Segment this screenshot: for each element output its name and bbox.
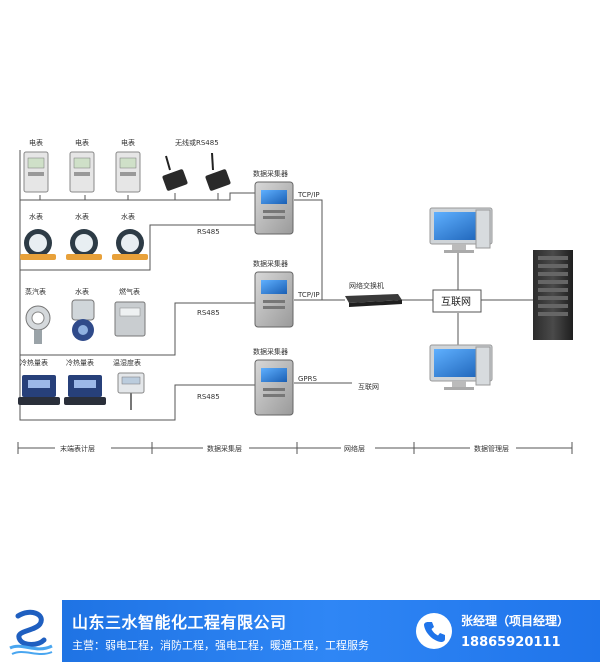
meter1-label: 电表: [29, 138, 43, 147]
business-scope: 主营：弱电工程，消防工程，强电工程，暖通工程，工程服务: [72, 639, 369, 652]
water1-label: 水表: [29, 212, 43, 221]
internet-box: 互联网: [432, 289, 482, 313]
server-icon: [533, 250, 573, 340]
monitor-icon: [429, 207, 493, 253]
rs485-label-1: RS485: [197, 228, 220, 236]
water-meters: 水表 水表 水表: [20, 212, 148, 260]
layer-network: 网络层: [344, 444, 365, 453]
layer-management: 数据管理层: [474, 444, 509, 453]
row3-bus: [19, 270, 255, 356]
tcpip-label-1: TCP/IP: [297, 191, 320, 199]
phone-icon: [416, 613, 452, 649]
row4-meters: 冷热量表 冷热量表 温湿度表: [18, 358, 145, 410]
gas-meter: [114, 301, 146, 337]
c1-to-switch: [294, 199, 345, 301]
collector-1-title: 数据采集器: [253, 169, 288, 178]
electric-meters: 电表 电表 电表 无线或RS485: [23, 138, 231, 193]
layer-collection: 数据采集层: [207, 444, 242, 453]
switch-label: 网络交换机: [349, 281, 384, 290]
system-architecture-diagram: 电表 电表 电表 无线或RS485 水表 水表 水表: [17, 138, 573, 454]
collector-2: 数据采集器: [253, 259, 294, 328]
antenna-icon: [162, 152, 231, 191]
wireless-label: 无线或RS485: [175, 138, 219, 147]
contact-person: 张经理（项目经理）: [461, 614, 570, 628]
gprs-label: GPRS: [298, 375, 318, 383]
logo-icon: [0, 600, 62, 662]
meter2-label: 电表: [75, 138, 89, 147]
monitor-icon-2: [429, 344, 493, 390]
footer-banner: 山东三水智能化工程有限公司 主营：弱电工程，消防工程，强电工程，暖通工程，工程服…: [0, 600, 600, 662]
meter3-label: 电表: [121, 138, 135, 147]
rs485-label-3: RS485: [197, 393, 220, 401]
water3-label: 水表: [121, 212, 135, 221]
gas-label: 燃气表: [119, 287, 140, 296]
layer-terminal: 末端表计层: [60, 444, 95, 453]
phone-number[interactable]: 18865920111: [461, 635, 561, 650]
internet-label: 互联网: [358, 382, 379, 391]
water2-label: 水表: [75, 212, 89, 221]
collector-3: 数据采集器: [253, 347, 294, 416]
collector-2-title: 数据采集器: [253, 259, 288, 268]
heat2-label: 冷热量表: [66, 358, 94, 367]
company-name: 山东三水智能化工程有限公司: [72, 613, 287, 632]
collector-3-title: 数据采集器: [253, 347, 288, 356]
rs485-label-2: RS485: [197, 309, 220, 317]
collector-1: 数据采集器: [253, 169, 294, 235]
row3-meters: 蒸汽表 水表 燃气表: [25, 287, 146, 344]
row4-bus: [19, 355, 255, 421]
network-switch: [345, 294, 402, 307]
temp-humidity-label: 温湿度表: [113, 358, 141, 367]
internet-box-label: 互联网: [441, 296, 471, 308]
tcpip-label-2: TCP/IP: [297, 291, 320, 299]
row2-bus: [19, 150, 255, 271]
water4-label: 水表: [75, 287, 89, 296]
flow-meter: [71, 299, 95, 321]
steam-label: 蒸汽表: [25, 287, 46, 296]
heat1-label: 冷热量表: [20, 358, 48, 367]
